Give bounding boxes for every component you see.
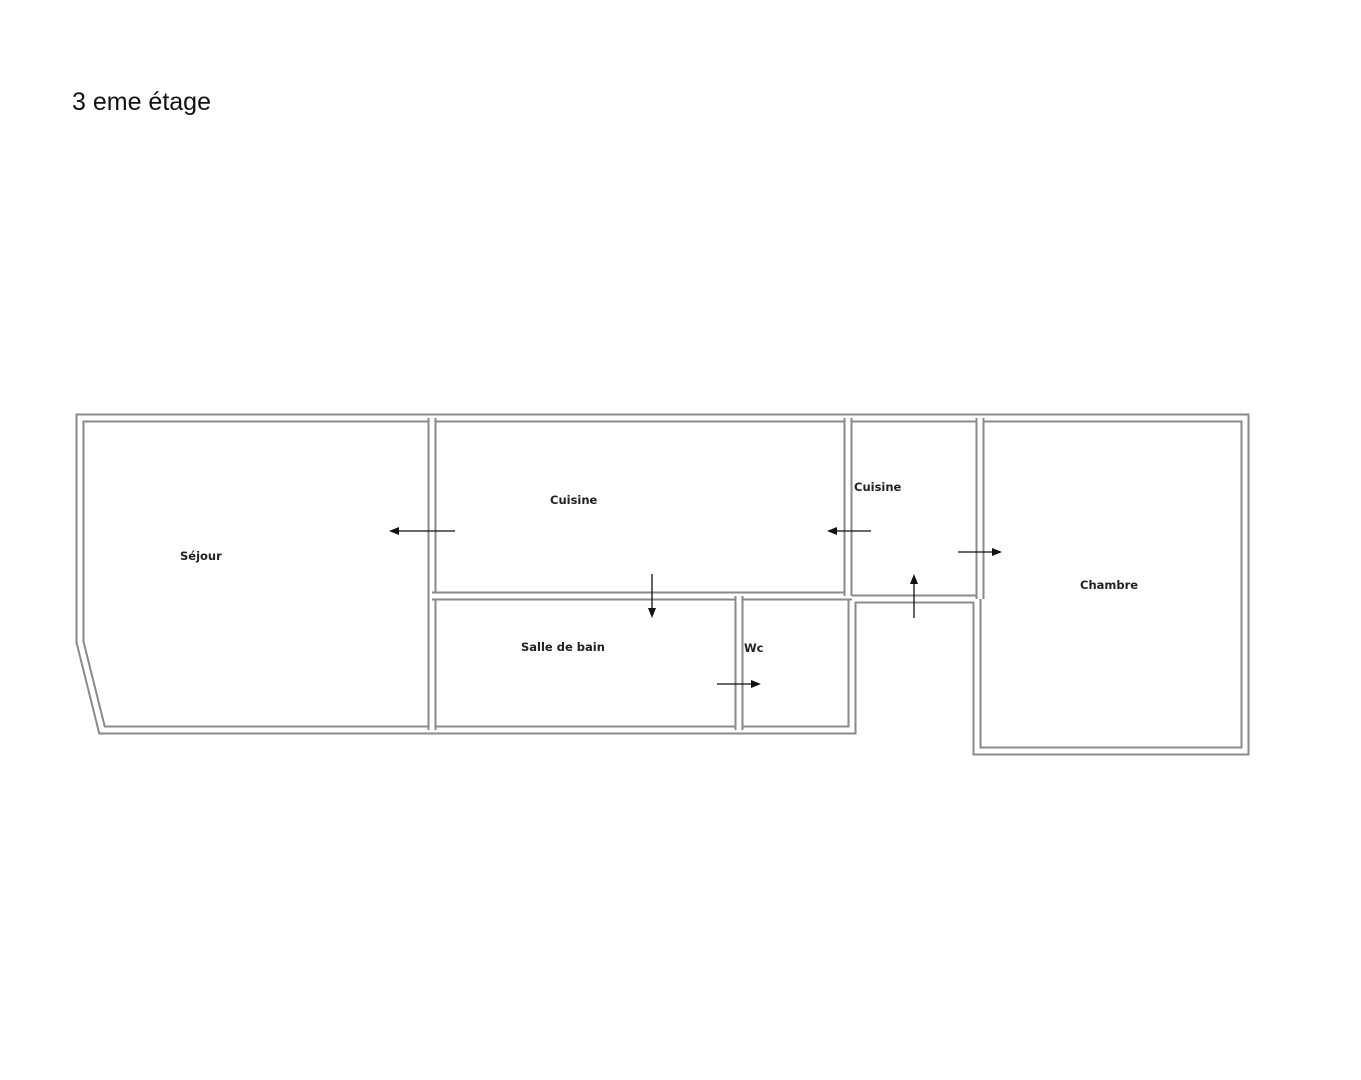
circulation-arrows bbox=[389, 527, 1002, 688]
arrow-up-icon bbox=[910, 574, 918, 618]
room-label-salle-de-bain: Salle de bain bbox=[521, 640, 605, 654]
arrow-left-icon bbox=[389, 527, 455, 535]
outer-wall-core bbox=[77, 415, 1248, 754]
room-label-chambre: Chambre bbox=[1080, 578, 1138, 592]
arrow-left-icon bbox=[827, 527, 871, 535]
room-label-wc: Wc bbox=[744, 641, 764, 655]
arrow-down-icon bbox=[648, 574, 656, 618]
arrow-right-icon bbox=[958, 548, 1002, 556]
room-label-sejour: Séjour bbox=[180, 549, 222, 563]
arrow-right-icon bbox=[717, 680, 761, 688]
room-labels: Séjour Cuisine Cuisine Salle de bain Wc … bbox=[180, 480, 1138, 655]
page-title: 3 eme étage bbox=[72, 88, 211, 116]
room-label-cuisine-small: Cuisine bbox=[854, 480, 902, 494]
room-label-cuisine: Cuisine bbox=[550, 493, 598, 507]
outer-wall bbox=[75, 413, 1250, 756]
walls bbox=[75, 413, 1250, 756]
